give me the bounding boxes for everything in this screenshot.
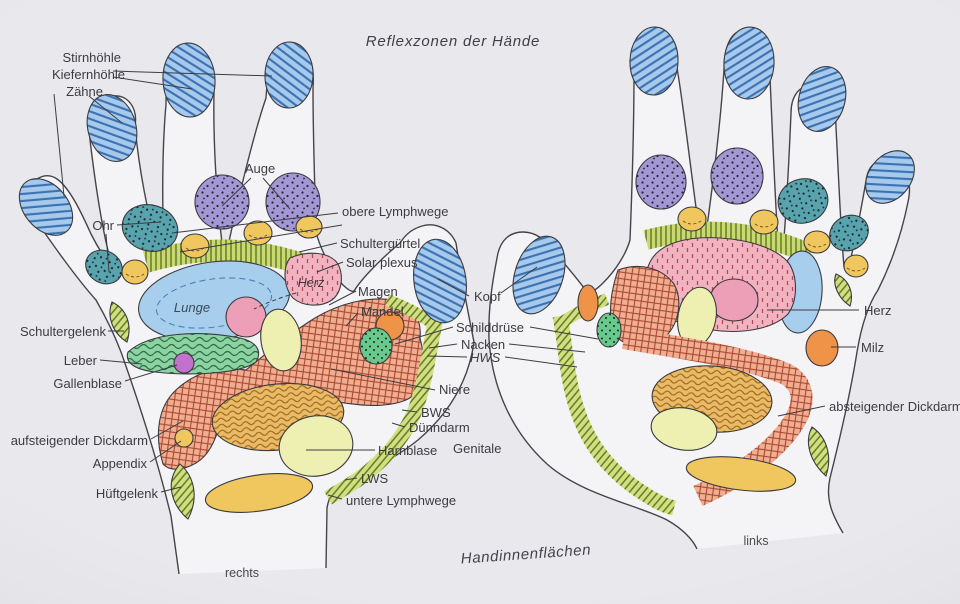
label-absteigender-dickdarm: absteigender Dickdarm — [829, 399, 960, 414]
zone-wirbelsaeule-l — [552, 314, 676, 516]
zone-schultergelenk-l — [834, 273, 853, 307]
zone-schilddruese-l — [596, 312, 622, 348]
zone-schilddruese — [359, 327, 393, 365]
label-mandel: Mandel — [361, 304, 404, 319]
label-leber: Leber — [64, 353, 98, 368]
zone-auge-l2 — [710, 147, 764, 205]
zone-harnblase-l — [650, 407, 718, 451]
zone-auge-l — [635, 154, 687, 210]
label-magen: Magen — [358, 284, 398, 299]
caption-handinnenflaechen: Handinnenflächen — [460, 541, 591, 567]
label-kopf: Kopf — [474, 289, 501, 304]
label-aufsteigender-dickdarm: aufsteigender Dickdarm — [11, 433, 148, 448]
label-harnblase: Harnblase — [378, 443, 437, 458]
label-schulterguertel: Schultergürtel — [340, 236, 420, 251]
zone-fingertip-pinky-l — [865, 150, 915, 204]
zone-milz — [805, 329, 839, 367]
zone-fingertip-ring-l — [797, 66, 847, 132]
label-bws: BWS — [421, 405, 451, 420]
zone-fingertip-pinky — [18, 178, 74, 236]
zone-pale-yellow — [260, 308, 302, 372]
zone-mandel-l — [577, 284, 599, 322]
zone-auge — [194, 174, 250, 230]
zone-fingertip-index-l — [629, 26, 679, 96]
zone-fingertip-middle — [162, 42, 216, 118]
zone-obere-lymphwege-crescents — [121, 215, 323, 285]
zone-hueftgelenk — [170, 463, 195, 520]
zone-ohr-l — [777, 178, 829, 224]
label-zaehne: Zähne — [66, 84, 103, 99]
label-hws: HWS — [470, 350, 501, 365]
label-schultergelenk: Schultergelenk — [20, 324, 106, 339]
zone-schulterguertel-l — [643, 221, 815, 264]
label-milz: Milz — [861, 340, 884, 355]
label-duenndarm: Dünndarm — [409, 420, 470, 435]
zone-hueftgelenk-l — [808, 426, 830, 477]
label-herz-links: Herz — [864, 303, 891, 318]
label-schilddruese: Schilddrüse — [456, 320, 524, 335]
zone-obere-lymphwege-crescents-l — [677, 206, 869, 278]
zone-untere-lymphwege — [204, 473, 314, 513]
zone-fingertip-ring — [86, 94, 138, 162]
page-title: Reflexzonen der Hände — [366, 33, 540, 50]
label-ohr: Ohr — [92, 218, 114, 233]
zone-kopf — [413, 238, 467, 324]
right-hand-zones — [18, 41, 467, 520]
label-herz: Herz — [298, 276, 325, 290]
label-gallenblase: Gallenblase — [53, 376, 122, 391]
left-hand-zones — [512, 26, 915, 516]
zone-schultergelenk — [109, 301, 130, 343]
label-stirnhoehle: Stirnhöhle — [62, 50, 121, 65]
caption-rechts: rechts — [225, 566, 259, 580]
zone-ohr-2 — [85, 249, 123, 285]
label-niere: Niere — [439, 382, 470, 397]
leader-lines — [53, 70, 859, 500]
label-lws: LWS — [361, 471, 389, 486]
zone-kopf-l — [512, 235, 566, 315]
caption-links: links — [743, 534, 768, 548]
label-solar-plexus: Solar plexus — [346, 255, 418, 270]
label-obere-lymphwege: obere Lymphwege — [342, 204, 448, 219]
zone-ohr-l2 — [829, 214, 869, 252]
label-genitale: Genitale — [453, 441, 501, 456]
zone-untere-lymphwege-l — [685, 456, 797, 492]
zone-ohr — [121, 204, 179, 252]
label-untere-lymphwege: untere Lymphwege — [346, 493, 456, 508]
zone-pink-circle — [225, 296, 267, 338]
label-auge: Auge — [245, 161, 275, 176]
zone-harnblase — [278, 415, 354, 477]
zone-nacken-band — [384, 294, 438, 329]
label-appendix: Appendix — [93, 456, 148, 471]
zone-fingertip-middle-l — [723, 26, 775, 100]
label-hueftgelenk: Hüftgelenk — [96, 486, 159, 501]
label-nacken: Nacken — [461, 337, 505, 352]
zone-leber — [126, 333, 260, 375]
label-kiefernhoehle: Kiefernhöhle — [52, 67, 125, 82]
zone-herz — [284, 252, 342, 306]
zone-appendix — [174, 428, 194, 448]
zone-pink-inner-l — [709, 278, 759, 322]
label-lunge: Lunge — [174, 300, 210, 315]
zone-fingertip-index — [264, 41, 314, 109]
zone-gallenblase — [173, 352, 195, 374]
zone-wirbelsaeule — [324, 312, 445, 505]
